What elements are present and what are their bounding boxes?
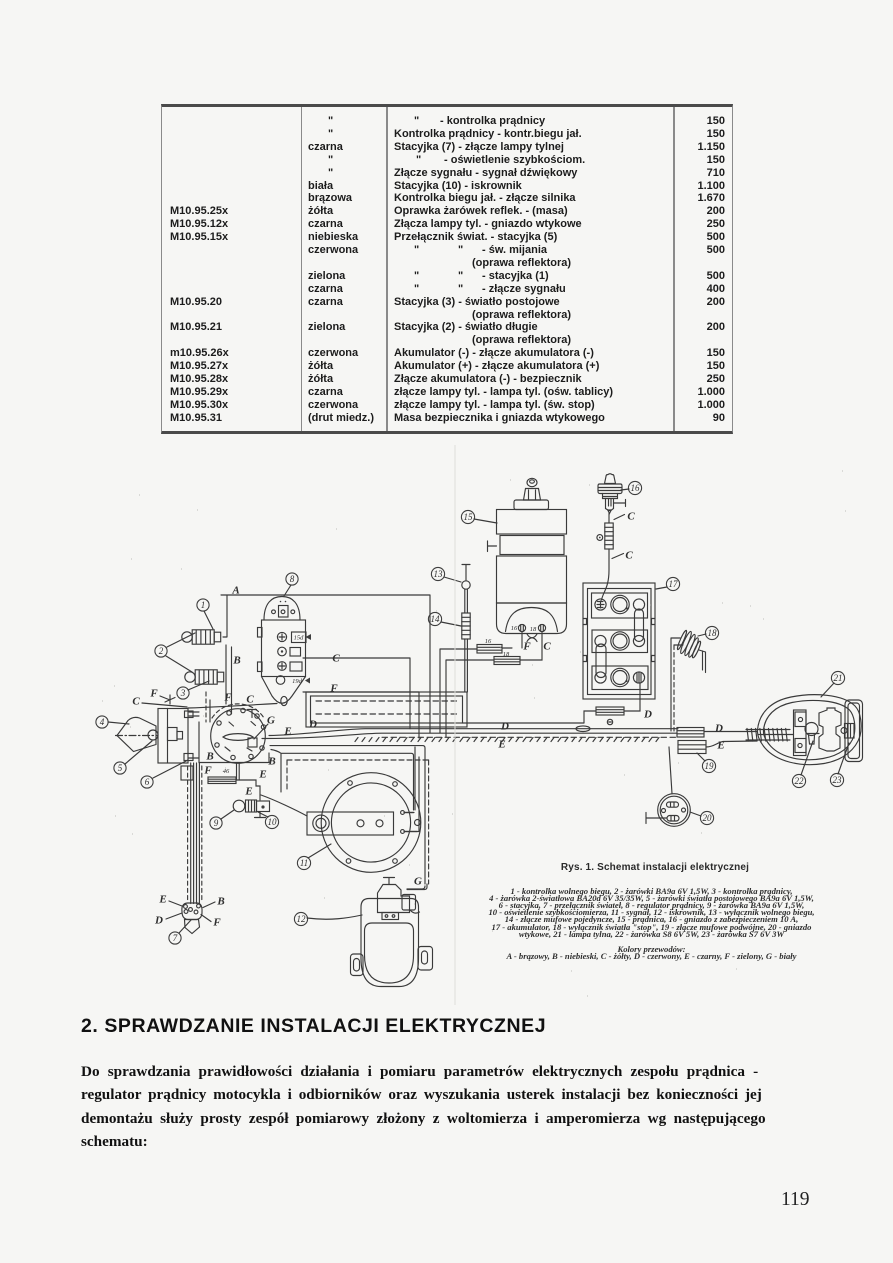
svg-text:B: B: [216, 896, 224, 908]
svg-text:16: 16: [485, 638, 492, 645]
svg-text:23: 23: [833, 775, 843, 785]
svg-text:C: C: [332, 653, 340, 665]
svg-text:4: 4: [100, 717, 105, 727]
svg-text:19: 19: [705, 761, 715, 771]
svg-text:C: C: [246, 694, 254, 706]
svg-text:D: D: [154, 915, 163, 927]
svg-text:6: 6: [145, 777, 150, 787]
svg-text:A: A: [231, 585, 239, 597]
svg-text:C: C: [627, 511, 635, 523]
svg-text:11: 11: [300, 858, 308, 868]
svg-text:E: E: [258, 769, 266, 781]
svg-text:16: 16: [511, 625, 518, 632]
svg-text:1: 1: [201, 600, 206, 610]
svg-text:18: 18: [503, 651, 510, 658]
svg-text:F: F: [203, 765, 212, 777]
svg-text:8: 8: [290, 574, 295, 584]
svg-text:18: 18: [708, 628, 718, 638]
svg-text:B: B: [205, 751, 213, 763]
svg-text:22: 22: [795, 776, 805, 786]
svg-text:20: 20: [703, 813, 713, 823]
svg-text:9: 9: [214, 818, 219, 828]
svg-text:G: G: [414, 876, 422, 888]
svg-text:G: G: [267, 715, 275, 727]
svg-text:14: 14: [431, 614, 441, 624]
svg-text:13: 13: [434, 569, 444, 579]
svg-text:E: E: [283, 726, 291, 738]
svg-text:C: C: [625, 550, 633, 562]
svg-text:10: 10: [268, 817, 278, 827]
svg-text:5: 5: [118, 763, 123, 773]
svg-text:12: 12: [297, 914, 307, 924]
svg-text:E: E: [158, 894, 166, 906]
svg-text:21: 21: [834, 673, 843, 683]
svg-text:46: 46: [223, 768, 230, 775]
svg-text:E: E: [497, 739, 505, 751]
svg-text:17: 17: [669, 579, 679, 589]
svg-text:15d: 15d: [294, 635, 305, 642]
svg-text:B: B: [232, 655, 240, 667]
svg-text:D: D: [714, 723, 723, 735]
svg-text:F: F: [223, 692, 232, 704]
svg-text:F: F: [212, 917, 221, 929]
svg-text:B: B: [267, 756, 275, 768]
svg-text:D: D: [643, 709, 652, 721]
svg-text:D: D: [500, 721, 509, 733]
svg-text:F: F: [522, 641, 531, 653]
svg-text:E: E: [244, 786, 252, 798]
svg-text:E: E: [716, 740, 724, 752]
svg-text:C: C: [132, 696, 140, 708]
svg-text:D: D: [308, 719, 317, 731]
svg-text:F: F: [329, 683, 338, 695]
svg-text:15: 15: [464, 512, 474, 522]
svg-text:7: 7: [173, 933, 178, 943]
svg-text:2: 2: [159, 646, 164, 656]
svg-text:16: 16: [631, 483, 641, 493]
svg-text:18: 18: [530, 626, 537, 633]
svg-text:F: F: [149, 688, 158, 700]
svg-text:C: C: [543, 641, 551, 653]
svg-text:19d: 19d: [292, 678, 303, 685]
svg-text:3: 3: [180, 688, 186, 698]
